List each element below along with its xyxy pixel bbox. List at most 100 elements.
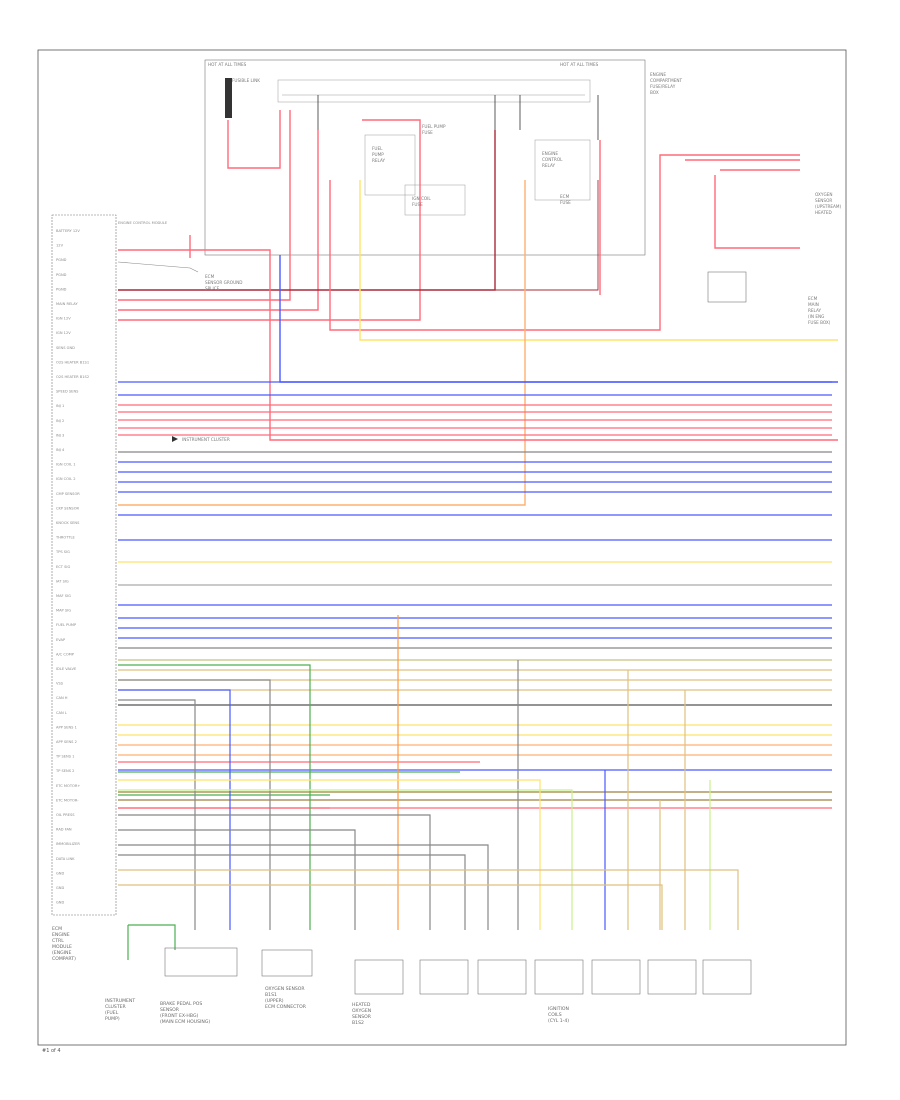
- ecm-pin-label: GND: [56, 886, 64, 890]
- ecm-pin-label: DATA LINK: [56, 857, 75, 861]
- top-right-title: HOT AT ALL TIMES: [560, 62, 599, 67]
- svg-text:(UPSTREAM): (UPSTREAM): [815, 204, 841, 209]
- svg-text:SENSOR: SENSOR: [160, 1007, 180, 1013]
- ecm-pin-label: FUEL PUMP: [56, 623, 77, 627]
- ecm-pin-label: IGN 12V: [56, 331, 71, 335]
- ecm-pin-label: CKP SENSOR: [56, 506, 80, 510]
- ecm-pin-label: O2S HEATER B1S1: [56, 360, 89, 364]
- ecm-header: ENGINE CONTROL MODULE: [118, 221, 168, 225]
- ecm-pin-label: VSS: [56, 682, 64, 686]
- ecm-pin-label: INJ 4: [56, 448, 65, 452]
- fuse-relay-box: HOT AT ALL TIMES HOT AT ALL TIMES FUSIBL…: [204, 59, 683, 256]
- ecm-pin-label: A/C COMP: [56, 652, 75, 656]
- instrument-cluster-callout: INSTRUMENT CLUSTER: [172, 436, 230, 442]
- svg-text:BRAKE PEDAL POS: BRAKE PEDAL POS: [160, 1001, 202, 1007]
- svg-text:COILS: COILS: [548, 1012, 562, 1018]
- svg-text:RELAY: RELAY: [542, 163, 556, 168]
- svg-text:FUSE BOX): FUSE BOX): [808, 320, 831, 325]
- ecm-fuse: ECM FUSE: [560, 194, 571, 205]
- svg-text:INSTRUMENT: INSTRUMENT: [105, 998, 135, 1004]
- svg-text:INSTRUMENT CLUSTER: INSTRUMENT CLUSTER: [182, 437, 230, 442]
- svg-text:RELAY: RELAY: [808, 308, 822, 313]
- ecm-pin-label: ECT SIG: [56, 565, 70, 569]
- svg-text:CLUSTER: CLUSTER: [105, 1004, 127, 1010]
- svg-text:ECM: ECM: [808, 296, 818, 301]
- svg-text:OXYGEN: OXYGEN: [815, 192, 832, 197]
- ecm-pin-label: 12V: [56, 244, 64, 248]
- ecm-pin-label: O2S HEATER B1S2: [56, 375, 89, 379]
- svg-text:SENSOR: SENSOR: [815, 198, 832, 203]
- ecm-pin-label: APP SENS 2: [56, 740, 77, 744]
- svg-text:SPLICE: SPLICE: [205, 286, 220, 291]
- ecm-connector-block: [51, 214, 117, 916]
- svg-text:IGN COIL: IGN COIL: [412, 196, 431, 201]
- ecm-pin-label: PGND: [56, 273, 67, 277]
- svg-text:(UPPER): (UPPER): [265, 998, 284, 1004]
- ecm-pin-label: IGN COIL 2: [56, 477, 76, 481]
- diagram-frame: [37, 49, 847, 1046]
- ecm-pin-label: MAF SIG: [56, 594, 71, 598]
- ecm-pin-label: CMP SENSOR: [56, 492, 80, 496]
- ecm-pin-label: PGND: [56, 287, 67, 291]
- svg-text:ECM: ECM: [52, 926, 62, 932]
- svg-text:IGNITION: IGNITION: [548, 1006, 569, 1012]
- svg-text:SENSOR: SENSOR: [352, 1014, 372, 1020]
- ecm-pin-label: INJ 1: [56, 404, 64, 408]
- svg-text:MAIN: MAIN: [808, 302, 819, 307]
- svg-text:BOX: BOX: [650, 90, 659, 95]
- ecm-pin-label: SENS GND: [56, 346, 75, 350]
- svg-text:(IN ENG: (IN ENG: [808, 314, 824, 319]
- ecm-pin-label: CAN L: [56, 711, 67, 715]
- svg-text:B1S1: B1S1: [265, 992, 277, 998]
- svg-text:HEATED: HEATED: [815, 210, 832, 215]
- svg-text:FUSE: FUSE: [560, 200, 571, 205]
- ecm-pin-label: MAIN RELAY: [56, 302, 78, 306]
- fuel-pump-fuse: FUEL PUMP FUSE: [422, 124, 446, 135]
- ecm-pin-label: BATTERY 12V: [56, 229, 80, 233]
- relay-note: ECM MAIN RELAY (IN ENG FUSE BOX): [707, 271, 831, 325]
- ecm-pin-label: IAT SIG: [56, 579, 69, 583]
- ecm-pin-label: MAP SIG: [56, 609, 71, 613]
- ecm-pin-label: ETC MOTOR-: [56, 798, 79, 802]
- ecm-pin-label: RAD FAN: [56, 828, 72, 832]
- svg-text:ECM CONNECTOR: ECM CONNECTOR: [265, 1004, 307, 1010]
- ecm-pin-label: SPEED SENS: [56, 390, 79, 394]
- svg-text:(ENGINE: (ENGINE: [52, 950, 71, 956]
- svg-text:(CYL 1-4): (CYL 1-4): [548, 1018, 569, 1024]
- svg-text:B1S2: B1S2: [352, 1020, 364, 1026]
- ecm-pin-label: EVAP: [56, 638, 66, 642]
- ign-coil-fuse: IGN COIL FUSE: [404, 184, 466, 216]
- ecm-pin-label: IMMOBILIZER: [56, 842, 80, 846]
- svg-text:ENGINE: ENGINE: [650, 72, 666, 77]
- svg-text:FUEL PUMP: FUEL PUMP: [422, 124, 446, 129]
- svg-text:CONTROL: CONTROL: [542, 157, 563, 162]
- ecm-pin-label: CAN H: [56, 696, 68, 700]
- svg-text:ENGINE: ENGINE: [52, 932, 70, 938]
- svg-text:FUSE/RELAY: FUSE/RELAY: [650, 84, 676, 89]
- harness-wires: [118, 381, 832, 809]
- sensor-ground-callout: ECM SENSOR GROUND SPLICE: [117, 261, 243, 291]
- top-feed-wires: [118, 110, 838, 506]
- svg-text:ECM: ECM: [205, 274, 215, 279]
- svg-text:COMPART): COMPART): [52, 956, 76, 962]
- svg-text:FUSE: FUSE: [422, 130, 433, 135]
- svg-text:PUMP: PUMP: [372, 152, 384, 157]
- left-block-label: ECM ENGINE CTRL MODULE (ENGINE COMPART): [52, 926, 76, 962]
- ecm-pin-label: KNOCK SENS: [56, 521, 80, 525]
- ecm-pin-label: INJ 3: [56, 433, 64, 437]
- top-left-title: HOT AT ALL TIMES: [208, 62, 247, 67]
- svg-text:(FRONT EX-HBG): (FRONT EX-HBG): [160, 1013, 199, 1019]
- ecm-pin-label: OIL PRESS: [56, 813, 75, 817]
- ecm-pin-label: APP SENS 1: [56, 725, 77, 729]
- ecm-pin-label: IGN 12V: [56, 317, 71, 321]
- ecm-pin-label: ETC MOTOR+: [56, 784, 80, 788]
- svg-text:SENSOR GROUND: SENSOR GROUND: [205, 280, 243, 285]
- fusible-link-icon: [225, 78, 232, 118]
- svg-text:FUEL: FUEL: [372, 146, 383, 151]
- svg-text:ECM: ECM: [560, 194, 570, 199]
- fusible-link-label: FUSIBLE LINK: [232, 78, 260, 83]
- ecm-pin-label: TP SENS 1: [55, 755, 74, 759]
- svg-text:MODULE: MODULE: [52, 944, 72, 950]
